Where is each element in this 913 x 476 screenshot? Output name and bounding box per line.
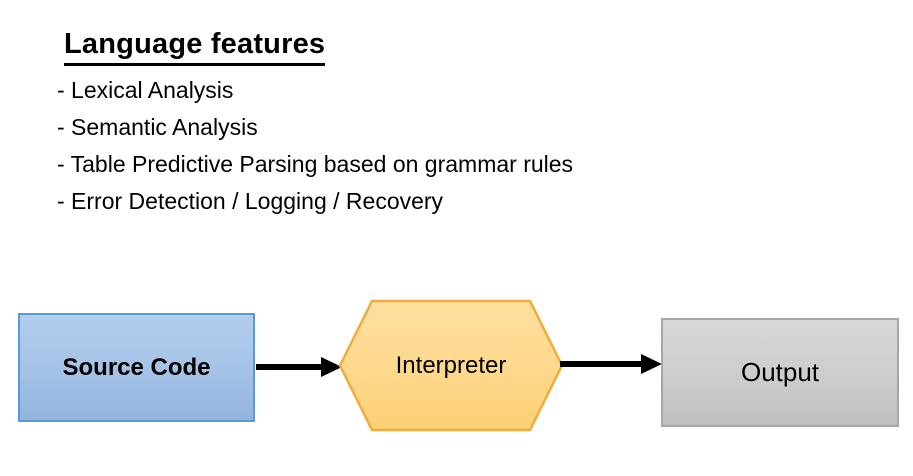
arrow-right-icon	[256, 357, 342, 377]
arrow-right-icon	[560, 354, 662, 374]
interpreter-label: Interpreter	[395, 351, 507, 379]
page-title: Language features	[64, 28, 326, 66]
list-item-error: - Error Detection / Logging / Recovery	[57, 188, 444, 214]
output-box: Output	[661, 318, 899, 427]
list-item-semantic: - Semantic Analysis	[57, 114, 258, 140]
feature-list: - Lexical Analysis - Semantic Analysis -…	[57, 72, 573, 220]
list-item-parsing: - Table Predictive Parsing based on gram…	[57, 151, 574, 177]
source-code-box: Source Code	[18, 313, 255, 422]
output-label: Output	[740, 357, 820, 387]
source-code-label: Source Code	[62, 353, 211, 381]
interpreter-hexagon: Interpreter	[338, 299, 564, 432]
list-item-lexical: - Lexical Analysis	[57, 77, 234, 103]
